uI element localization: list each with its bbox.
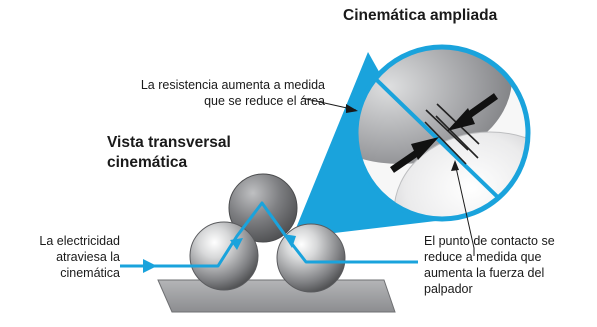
contact-note: El punto de contacto se reduce a medida … bbox=[424, 233, 594, 297]
resistance-note: La resistencia aumenta a medida que se r… bbox=[95, 77, 325, 109]
base-block bbox=[157, 279, 396, 313]
current-arrow-icon bbox=[283, 234, 296, 248]
electricity-note-line: cinemática bbox=[60, 266, 120, 280]
force-arrow-icon bbox=[447, 108, 475, 131]
section-title: Vista transversal cinemática bbox=[107, 133, 231, 173]
contact-leader bbox=[454, 162, 475, 256]
contact-note-line: El punto de contacto se bbox=[424, 234, 555, 248]
current-arrow-icon bbox=[230, 238, 243, 250]
pointer-arrow-icon bbox=[346, 104, 358, 113]
current-path bbox=[120, 201, 418, 268]
force-arrow-icon bbox=[411, 137, 439, 160]
resistance-note-line: que se reduce el área bbox=[204, 94, 325, 108]
pointer-arrow-icon bbox=[451, 160, 459, 171]
electricity-note-line: La electricidad bbox=[39, 234, 120, 248]
contact-note-line: reduce a medida que bbox=[424, 250, 542, 264]
zoom-title: Cinemática ampliada bbox=[343, 7, 498, 24]
section-title-line: cinemática bbox=[107, 154, 188, 171]
contact-note-line: palpador bbox=[424, 282, 473, 296]
electricity-note: La electricidad atraviesa la cinemática bbox=[8, 233, 120, 281]
right-sphere bbox=[276, 223, 346, 293]
section-title-line: Vista transversal bbox=[107, 134, 231, 151]
contact-note-line: aumenta la fuerza del bbox=[424, 266, 545, 280]
current-arrow-icon bbox=[143, 259, 157, 273]
electricity-note-line: atraviesa la bbox=[56, 250, 120, 264]
resistance-note-line: La resistencia aumenta a medida bbox=[140, 78, 325, 92]
